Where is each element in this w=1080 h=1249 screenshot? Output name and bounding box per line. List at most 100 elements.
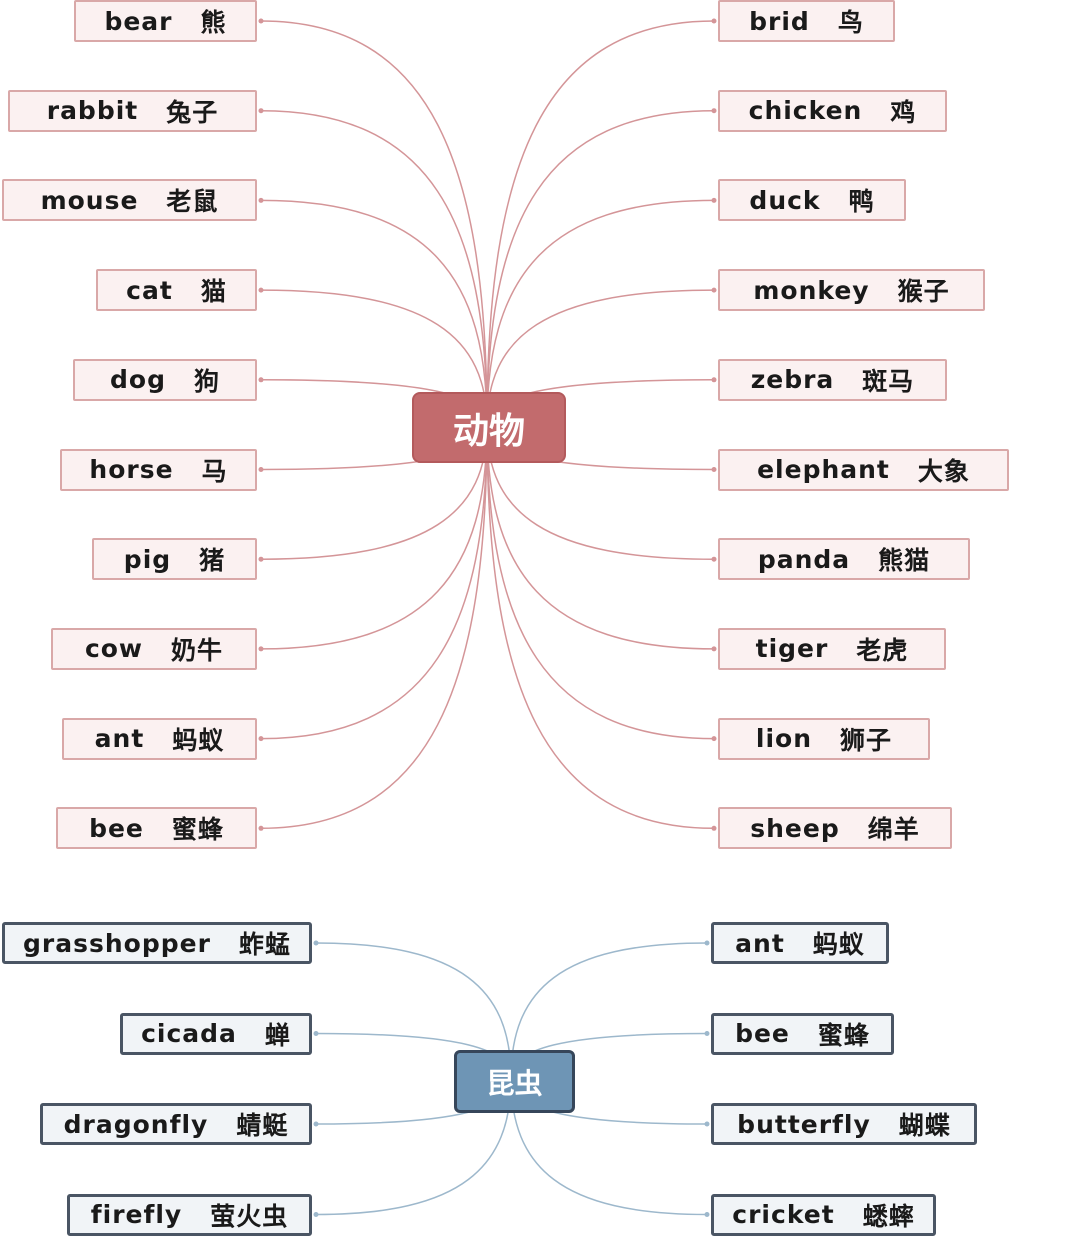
chinese-word: 狮子: [840, 725, 893, 755]
animals-left-connector: [260, 20, 488, 426]
english-word: bear: [104, 6, 173, 36]
animals-left-connector-dot: [258, 377, 264, 383]
animals-right-node[interactable]: zebra 斑马: [718, 358, 947, 401]
animals-left-connector-dot: [258, 825, 264, 831]
english-word: zebra: [750, 365, 835, 395]
animals-left-connector: [260, 424, 488, 830]
english-word: ant: [94, 724, 145, 754]
english-word: rabbit: [46, 96, 139, 126]
animals-right-connector: [486, 424, 715, 650]
chinese-word: 斑马: [862, 366, 915, 396]
insects-left-node[interactable]: grasshopper 蚱蜢: [2, 922, 312, 964]
chinese-word: 蜜蜂: [817, 1020, 870, 1050]
english-word: duck: [749, 185, 821, 215]
english-word: tiger: [755, 634, 829, 664]
center-node-animals[interactable]: 动物: [412, 392, 566, 463]
animals-left-connector-dot: [258, 467, 264, 472]
english-word: cow: [84, 634, 144, 664]
animals-left-connector-dot: [258, 556, 264, 562]
insects-left-connector-dot: [313, 1212, 319, 1217]
english-word: sheep: [750, 813, 840, 843]
insects-right-connector-dot: [704, 1212, 710, 1217]
animals-left-node[interactable]: ant 蚂蚁: [62, 717, 257, 760]
chinese-word: 蚱蜢: [238, 930, 291, 959]
animals-right-connector: [486, 424, 715, 740]
animals-left-connector: [260, 199, 488, 426]
animals-right-connector-dot: [711, 287, 717, 293]
animals-left-connector-dot: [258, 197, 264, 203]
insects-right-connector-dot: [704, 1121, 710, 1127]
chinese-word: 蜜蜂: [171, 815, 224, 845]
animals-right-connector-dot: [711, 646, 717, 652]
insects-left-connector-dot: [313, 940, 319, 946]
chinese-word: 兔子: [166, 97, 219, 127]
chinese-word: 蚂蚁: [172, 725, 225, 755]
english-word: bee: [89, 813, 144, 843]
animals-right-node[interactable]: brid 鸟: [718, 0, 895, 42]
chinese-word: 鸡: [890, 97, 917, 127]
chinese-word: 鸟: [837, 8, 864, 37]
animals-right-connector-dot: [711, 736, 717, 742]
english-word: horse: [89, 455, 174, 484]
animals-right-node[interactable]: tiger 老虎: [718, 627, 946, 670]
center-node-insects[interactable]: 昆虫: [454, 1050, 575, 1113]
insects-left-node[interactable]: cicada 蝉: [120, 1012, 312, 1055]
chinese-word: 老虎: [856, 635, 909, 665]
animals-left-node[interactable]: pig 猪: [92, 538, 257, 581]
chinese-word: 熊: [200, 8, 227, 37]
animals-right-connector-dot: [711, 18, 717, 24]
chinese-word: 萤火虫: [210, 1201, 289, 1231]
english-word: ant: [735, 928, 785, 958]
animals-right-connector-dot: [711, 556, 717, 562]
animals-right-node[interactable]: duck 鸭: [718, 179, 906, 222]
insects-right-connector: [510, 942, 708, 1079]
chinese-word: 猪: [199, 546, 226, 576]
chinese-word: 蝉: [264, 1020, 291, 1050]
insects-left-connector-dot: [313, 1121, 319, 1127]
chinese-word: 蟋蟀: [862, 1201, 915, 1231]
english-word: brid: [749, 6, 810, 36]
english-word: cicada: [141, 1019, 237, 1048]
insects-left-node[interactable]: firefly 萤火虫: [67, 1193, 312, 1236]
animals-left-node[interactable]: rabbit 兔子: [8, 89, 257, 132]
chinese-word: 熊猫: [878, 546, 931, 576]
insects-left-connector: [315, 942, 512, 1079]
english-word: elephant: [757, 455, 890, 484]
insects-right-connector-dot: [704, 1031, 710, 1036]
english-word: dragonfly: [63, 1109, 209, 1139]
animals-right-connector: [486, 20, 715, 426]
animals-left-connector-dot: [258, 736, 264, 742]
english-word: dog: [110, 365, 166, 395]
animals-right-connector-dot: [711, 467, 717, 472]
english-word: firefly: [90, 1200, 183, 1229]
animals-left-node[interactable]: bear 熊: [74, 0, 257, 42]
chinese-word: 鸭: [848, 187, 875, 217]
english-word: grasshopper: [23, 928, 211, 958]
animals-right-connector-dot: [711, 825, 717, 831]
animals-right-connector-dot: [711, 377, 717, 383]
animals-left-connector-dot: [258, 108, 264, 114]
insects-right-node[interactable]: bee 蜜蜂: [711, 1012, 894, 1055]
animals-right-connector: [486, 109, 715, 426]
animals-left-node[interactable]: bee 蜜蜂: [56, 807, 257, 850]
chinese-word: 猴子: [897, 277, 950, 307]
animals-left-connector-dot: [258, 18, 264, 24]
english-word: bee: [735, 1019, 790, 1048]
animals-right-connector: [486, 424, 715, 830]
english-word: pig: [123, 544, 172, 574]
